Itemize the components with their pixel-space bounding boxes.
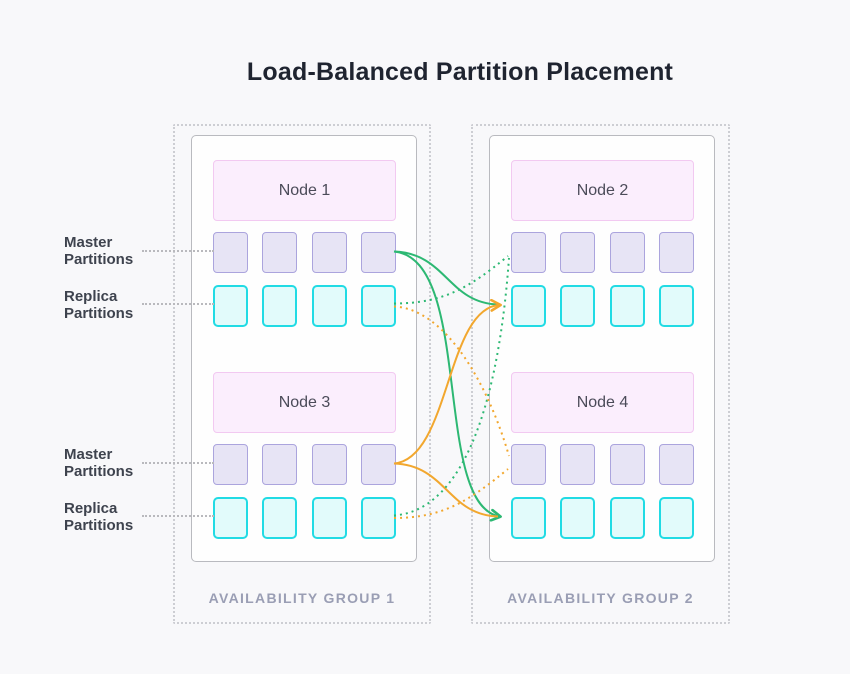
node-1-header: Node 1 (213, 160, 396, 221)
replica-partition (360, 497, 396, 539)
diagram-title: Load-Balanced Partition Placement (246, 58, 674, 86)
node-3-header: Node 3 (213, 372, 396, 433)
master-partition (560, 232, 596, 273)
node-3-replica-row (213, 497, 396, 539)
node-card-group-2: Node 2 Node 4 (489, 135, 715, 562)
master-partitions-label-2: Master Partitions (64, 446, 134, 480)
node-2-label: Node 2 (576, 181, 629, 199)
replica-partition (360, 285, 396, 327)
node-2-replica-row (511, 285, 694, 327)
node-4-replica-row (511, 497, 694, 539)
replica-partition (213, 497, 248, 539)
master-partition (511, 444, 546, 485)
replica-partition (511, 497, 546, 539)
availability-group-2-label: AVAILABILITY GROUP 2 (507, 590, 694, 606)
master-partition (658, 232, 694, 273)
availability-group-1-label: AVAILABILITY GROUP 1 (208, 590, 396, 606)
node-4-header: Node 4 (511, 372, 694, 433)
master-partition (311, 232, 347, 273)
leader-line-replica-2 (142, 515, 214, 517)
master-partition (360, 232, 396, 273)
leader-line-master-2 (142, 462, 214, 464)
node-card-group-1: Node 1 Node 3 (191, 135, 417, 562)
node-3-master-row (213, 444, 396, 486)
availability-group-1: Node 1 Node 3 (173, 124, 431, 624)
replica-partition (262, 497, 298, 539)
replica-partition (560, 497, 596, 539)
replica-partition (658, 285, 694, 327)
replica-partition (560, 285, 596, 327)
master-partition (262, 232, 298, 273)
replica-partition (311, 285, 347, 327)
replica-partition (609, 285, 645, 327)
replica-partition (262, 285, 298, 327)
replica-partition (511, 285, 546, 327)
master-partition (311, 444, 347, 485)
replica-partitions-label-1: Replica Partitions (64, 288, 134, 322)
master-partition (609, 232, 645, 273)
node-4-label: Node 4 (576, 393, 629, 411)
node-3-label: Node 3 (278, 393, 331, 411)
replica-partition (311, 497, 347, 539)
node-1-replica-row (213, 285, 396, 327)
replica-partition (213, 285, 248, 327)
master-partition (360, 444, 396, 485)
leader-line-replica-1 (142, 303, 214, 305)
availability-group-2: Node 2 Node 4 (471, 124, 730, 624)
node-1-label: Node 1 (278, 181, 331, 199)
node-4-master-row (511, 444, 694, 486)
master-partition (262, 444, 298, 485)
master-partition (511, 232, 546, 273)
master-partition (213, 444, 248, 485)
leader-line-master-1 (142, 250, 214, 252)
master-partition (213, 232, 248, 273)
node-2-header: Node 2 (511, 160, 694, 221)
master-partition (560, 444, 596, 485)
replica-partitions-label-2: Replica Partitions (64, 500, 134, 534)
replica-partition (609, 497, 645, 539)
node-1-master-row (213, 232, 396, 274)
node-2-master-row (511, 232, 694, 274)
master-partitions-label-1: Master Partitions (64, 234, 134, 268)
master-partition (609, 444, 645, 485)
replica-partition (658, 497, 694, 539)
master-partition (658, 444, 694, 485)
